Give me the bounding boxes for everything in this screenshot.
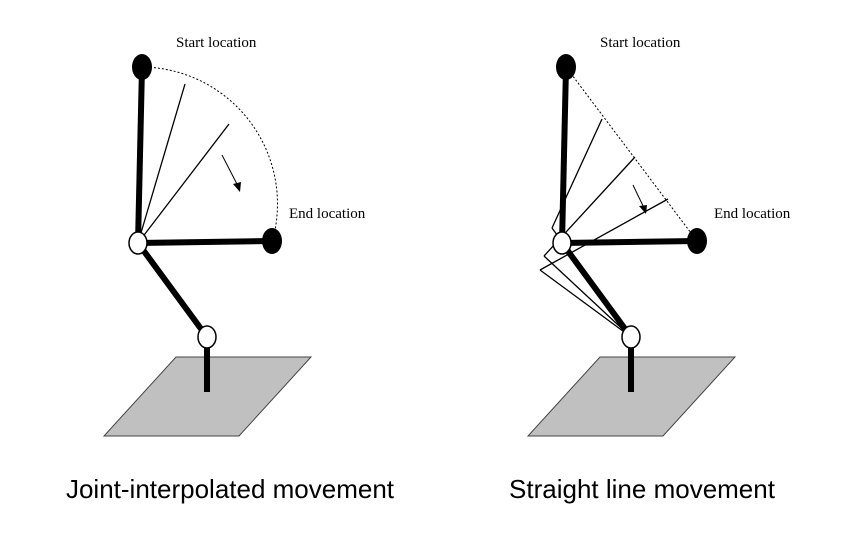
right-intermediate-link: [543, 255, 632, 338]
left-base-joint: [197, 325, 217, 349]
right-start-label: Start location: [600, 35, 681, 51]
left-upper-link-start: [135, 66, 145, 244]
right-intermediate-link: [539, 269, 632, 338]
right-intermediate-link: [551, 118, 603, 229]
left-motion-arrowhead: [233, 182, 241, 192]
right-elbow-joint: [552, 231, 572, 255]
right-start-end-effector: [556, 54, 576, 80]
left-base-plate: [102, 356, 313, 437]
left-caption: Joint-interpolated movement: [66, 474, 395, 504]
left-start-label: Start location: [176, 35, 257, 51]
right-upper-link-start: [559, 66, 569, 244]
left-arc-trajectory: [141, 66, 278, 231]
right-straight-trajectory: [565, 66, 698, 242]
right-end-end-effector: [687, 228, 707, 254]
left-start-end-effector: [132, 54, 152, 80]
left-upper-link-end: [137, 238, 273, 246]
right-end-label: End location: [714, 206, 791, 222]
right-base-plate: [526, 356, 737, 437]
right-panel: Start location End location Straight lin…: [509, 35, 791, 504]
left-elbow-joint: [128, 231, 148, 255]
right-intermediate-link: [539, 198, 669, 271]
right-caption: Straight line movement: [509, 474, 776, 504]
left-panel: Start location End location Joint-interp…: [66, 35, 395, 504]
right-motion-arrowhead: [639, 205, 647, 214]
left-lower-link: [135, 241, 210, 339]
right-lower-link: [559, 241, 634, 339]
left-motion-arrow: [221, 154, 240, 189]
right-base-joint: [621, 325, 641, 349]
left-intermediate-link: [137, 123, 230, 244]
left-intermediate-link: [137, 83, 186, 244]
right-upper-link-end: [561, 238, 698, 246]
left-end-end-effector: [262, 228, 282, 254]
left-end-label: End location: [289, 206, 366, 222]
